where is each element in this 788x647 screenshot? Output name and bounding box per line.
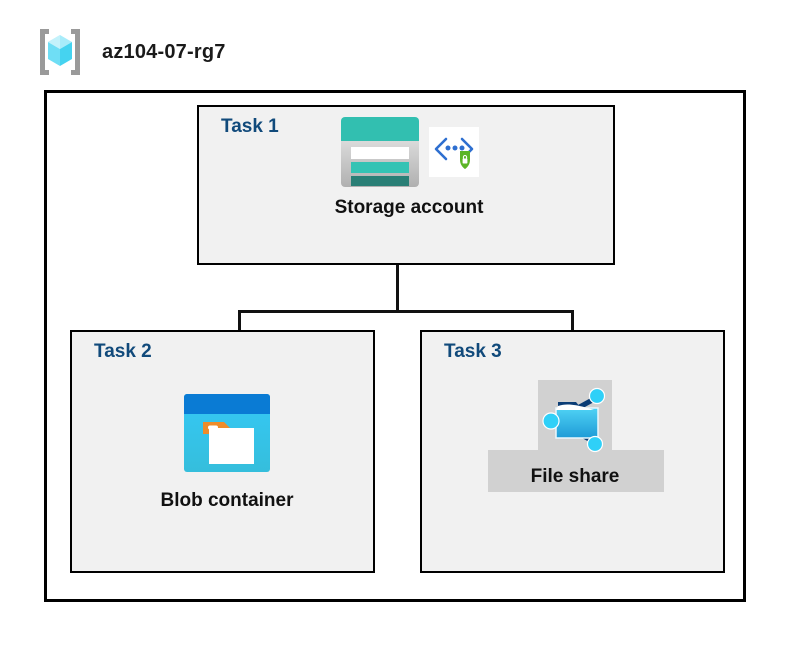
task-1-label: Task 1 xyxy=(221,116,279,137)
task-2-label: Task 2 xyxy=(94,341,152,362)
task-box-3[interactable]: Task 3 xyxy=(420,330,725,573)
connector-branch-horizontal xyxy=(238,310,574,313)
blob-container-icon xyxy=(182,392,272,474)
task-3-label: Task 3 xyxy=(444,341,502,362)
secure-endpoint-icon xyxy=(429,127,479,177)
resource-group-header: az104-07-rg7 xyxy=(32,26,226,78)
storage-account-label: Storage account xyxy=(334,197,484,218)
resource-group-icon xyxy=(32,26,88,78)
blob-container-label: Blob container xyxy=(160,490,294,511)
storage-account-icon xyxy=(339,115,421,189)
task-box-1[interactable]: Task 1 xyxy=(197,105,615,265)
node-blob-container[interactable]: Blob container xyxy=(122,392,332,512)
connector-storage-to-branch xyxy=(396,228,399,313)
file-share-icon-row xyxy=(536,380,614,458)
node-storage-account[interactable]: Storage account xyxy=(299,115,519,219)
node-file-share[interactable]: File share xyxy=(470,380,680,492)
file-share-label: File share xyxy=(530,466,620,487)
storage-account-icon-row xyxy=(339,115,479,189)
task-box-2[interactable]: Task 2 xyxy=(70,330,375,573)
file-share-icon xyxy=(536,380,614,458)
resource-group-title: az104-07-rg7 xyxy=(102,40,226,63)
blob-container-icon-row xyxy=(182,392,272,474)
file-share-label-highlight xyxy=(488,450,664,492)
